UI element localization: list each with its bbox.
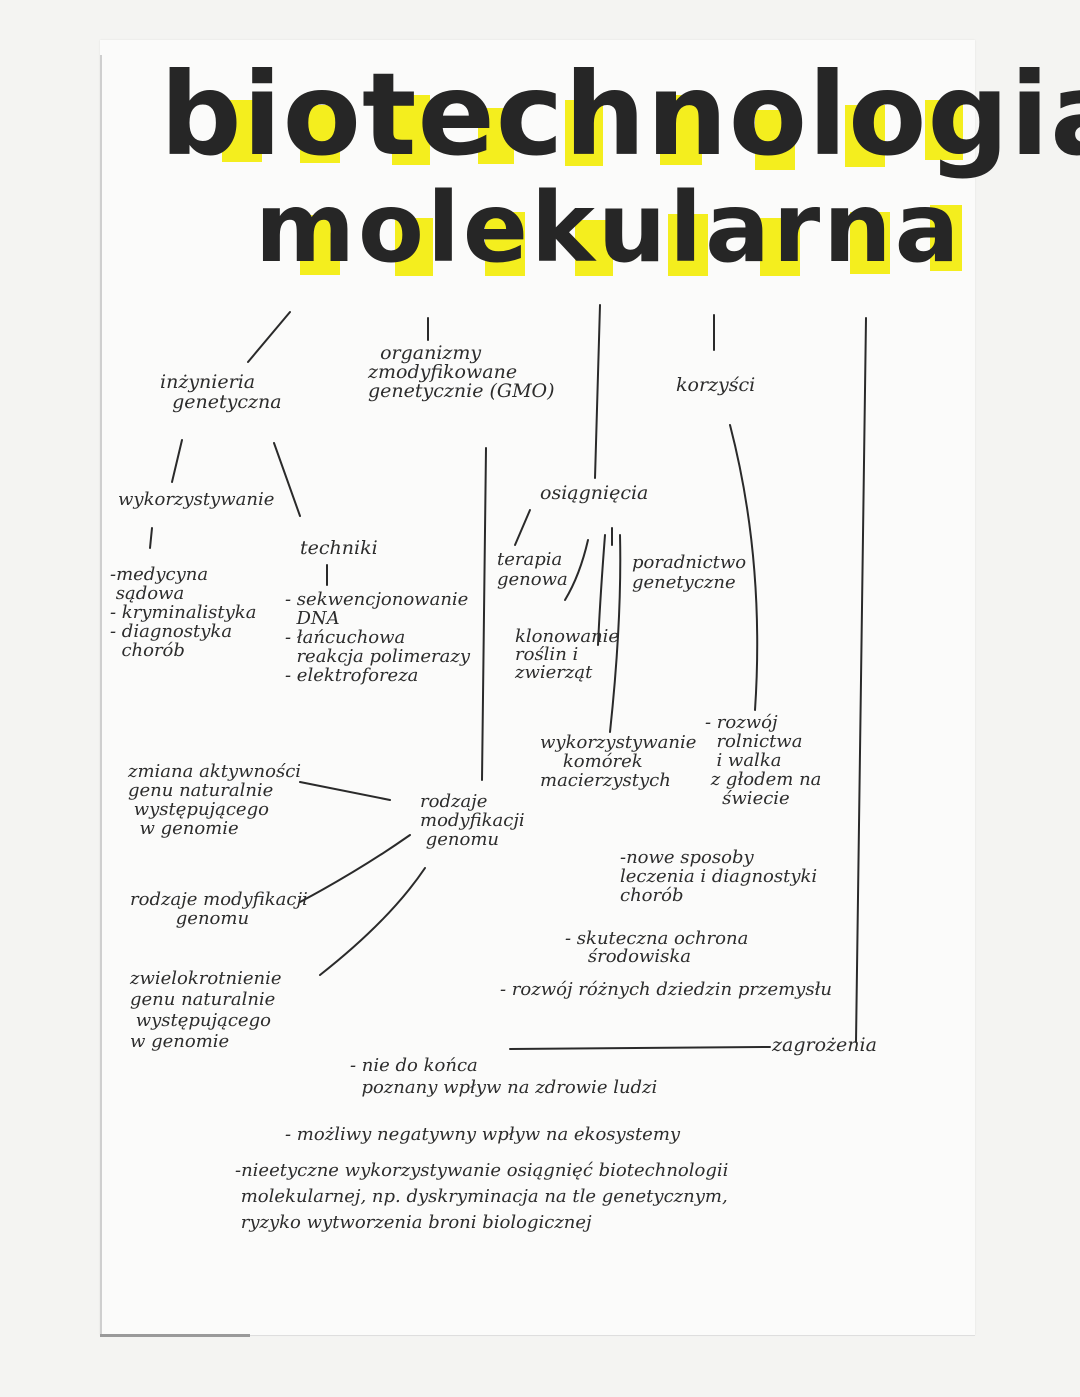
- paper-sheet: [100, 40, 975, 1335]
- title-highlight: [485, 212, 525, 276]
- node-gmo: organizmy zmodyfikowane genetycznie (GMO…: [368, 342, 555, 402]
- title-line-1: biotechnologia: [160, 48, 1080, 181]
- paper-bottom-edge: [100, 1334, 250, 1337]
- title-highlight: [760, 218, 800, 276]
- node-rodzaje-modyfikacji-left: rodzaje modyfikacji genomu: [130, 889, 308, 929]
- title-highlight: [930, 205, 962, 271]
- connector: [273, 442, 301, 517]
- connector: [597, 534, 606, 646]
- title-highlight: [575, 220, 613, 276]
- node-techniki: techniki: [300, 537, 378, 559]
- list-korzysci-przemysl: - rozwój różnych dziedzin przemysłu: [500, 979, 833, 1000]
- title-highlight: [845, 105, 885, 167]
- paper-bottom-edge-light: [250, 1335, 975, 1336]
- node-rodzaje-modyfikacji: rodzaje modyfikacji genomu: [420, 791, 525, 850]
- connector: [481, 447, 487, 781]
- title-highlight: [395, 218, 433, 276]
- paper-edge: [100, 55, 102, 1335]
- list-techniki: - sekwencjonowanie DNA - łańcuchowa reak…: [285, 589, 471, 686]
- title-highlight: [660, 95, 702, 165]
- list-zagrozenia-zdrowie: - nie do końca poznany wpływ na zdrowie …: [350, 1055, 658, 1098]
- title-highlight: [565, 100, 603, 166]
- node-klonowanie: klonowanie roślin i zwierząt: [515, 626, 620, 683]
- list-korzysci-leczenie: -nowe sposoby leczenia i diagnostyki cho…: [620, 847, 818, 906]
- connector: [729, 424, 759, 711]
- node-terapia-genowa: terapia genowa: [497, 549, 568, 590]
- connector: [247, 311, 291, 363]
- title-highlight: [300, 105, 340, 163]
- connector: [564, 539, 589, 601]
- connector: [855, 317, 867, 1043]
- title-highlight: [668, 214, 708, 276]
- list-zagrozenia-ekosystemy: - możliwy negatywny wpływ na ekosystemy: [285, 1124, 681, 1145]
- title-highlight: [222, 100, 262, 162]
- title-highlight: [478, 108, 514, 164]
- node-wykorzystywanie: wykorzystywanie: [118, 489, 275, 510]
- node-poradnictwo-genetyczne: poradnictwo genetyczne: [632, 552, 747, 593]
- list-korzysci-rolnictwo: - rozwój rolnictwa i walka z głodem na ś…: [705, 712, 822, 809]
- node-osiagniecia: osiągnięcia: [540, 482, 649, 504]
- node-inzynieria-genetyczna: inżynieria genetyczna: [160, 371, 282, 413]
- node-zmiana-aktywnosci: zmiana aktywności genu naturalnie występ…: [128, 761, 302, 839]
- connector: [319, 867, 426, 976]
- title-highlight: [300, 215, 340, 275]
- connector: [509, 1046, 771, 1050]
- node-zagrozenia: zagrożenia: [772, 1034, 877, 1056]
- list-korzysci-srodowisko: - skuteczna ochrona środowiska: [565, 928, 749, 967]
- node-komorki-macierzyste: wykorzystywanie komórek macierzystych: [540, 732, 697, 791]
- node-korzysci: korzyści: [676, 374, 756, 396]
- connector: [149, 527, 153, 549]
- connector: [609, 534, 622, 733]
- connector: [594, 304, 601, 479]
- list-wykorzystywanie: -medycyna sądowa - kryminalistyka - diag…: [110, 564, 257, 661]
- connector: [171, 439, 183, 483]
- title-line-2: molekularna: [255, 172, 963, 284]
- title-highlight: [755, 110, 795, 170]
- node-zwielokrotnienie: zwielokrotnienie genu naturalnie występu…: [130, 968, 282, 1052]
- title-highlight: [850, 212, 890, 274]
- title-highlight: [392, 95, 430, 165]
- connector: [514, 509, 531, 546]
- connector: [299, 834, 411, 903]
- connector: [299, 781, 391, 801]
- list-zagrozenia-etyka: -nieetyczne wykorzystywanie osiągnięć bi…: [235, 1160, 729, 1233]
- title-highlight: [925, 100, 963, 160]
